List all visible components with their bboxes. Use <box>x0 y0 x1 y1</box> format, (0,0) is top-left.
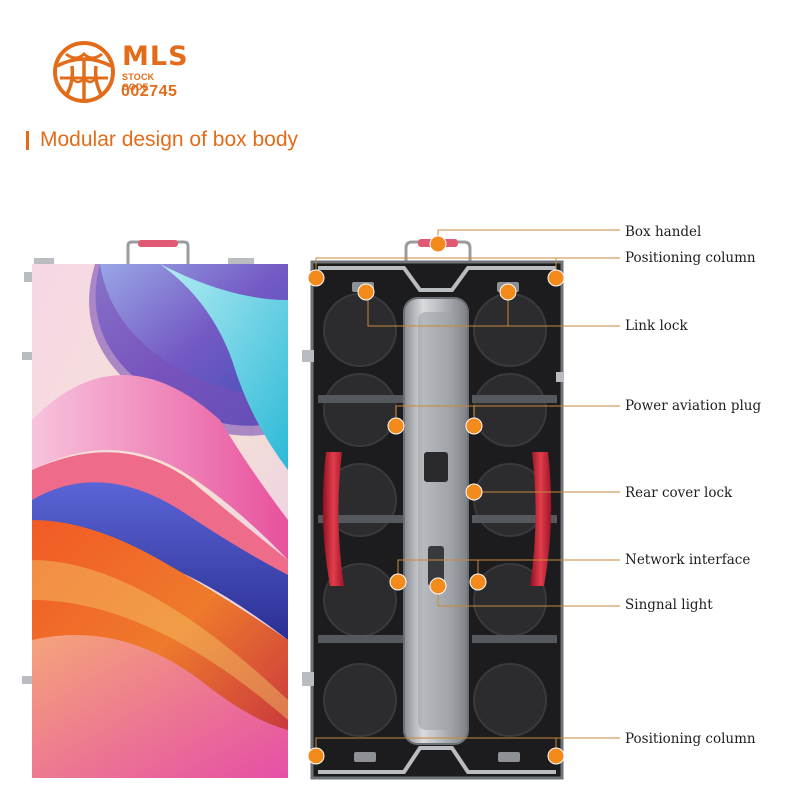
logo-stock-code-label: STOCK CODE <box>122 72 155 92</box>
logo-brand-text: MLS <box>122 41 189 72</box>
marker-link-lock-left <box>357 283 375 301</box>
marker-positioning-column-top-right <box>547 269 565 287</box>
marker-power-plug-right <box>465 417 483 435</box>
cabinet-rear-view <box>302 239 564 780</box>
marker-rear-cover-lock <box>465 483 483 501</box>
globe-logo-icon <box>53 41 115 103</box>
logo-stock-code: 002745 <box>121 83 178 100</box>
marker-signal-light <box>429 577 447 595</box>
marker-link-lock-right <box>499 283 517 301</box>
callout-box-handle: Box handel <box>625 224 702 240</box>
callout-link-lock: Link lock <box>625 318 688 334</box>
company-logo: MLS STOCK CODE 002745 <box>52 40 188 106</box>
callout-positioning-column-bottom: Positioning column <box>625 731 756 747</box>
marker-box-handle <box>429 235 447 253</box>
section-title: Modular design of box body <box>40 128 298 151</box>
marker-network-right <box>469 573 487 591</box>
marker-positioning-column-bottom-left <box>307 747 325 765</box>
marker-power-plug-left <box>387 417 405 435</box>
cabinet-front-view <box>22 240 288 778</box>
rear-module-grid <box>323 293 547 737</box>
marker-network-left <box>389 573 407 591</box>
marker-positioning-column-top-left <box>307 269 325 287</box>
callout-power-aviation-plug: Power aviation plug <box>625 398 762 414</box>
marker-positioning-column-bottom-right <box>547 747 565 765</box>
callout-signal-light: Singnal light <box>625 597 713 613</box>
callout-positioning-column-top: Positioning column <box>625 250 756 266</box>
callout-rear-cover-lock: Rear cover lock <box>625 485 733 501</box>
callout-markers <box>307 235 565 765</box>
callout-network-interface: Network interface <box>625 552 751 568</box>
section-accent-bar <box>26 131 29 150</box>
